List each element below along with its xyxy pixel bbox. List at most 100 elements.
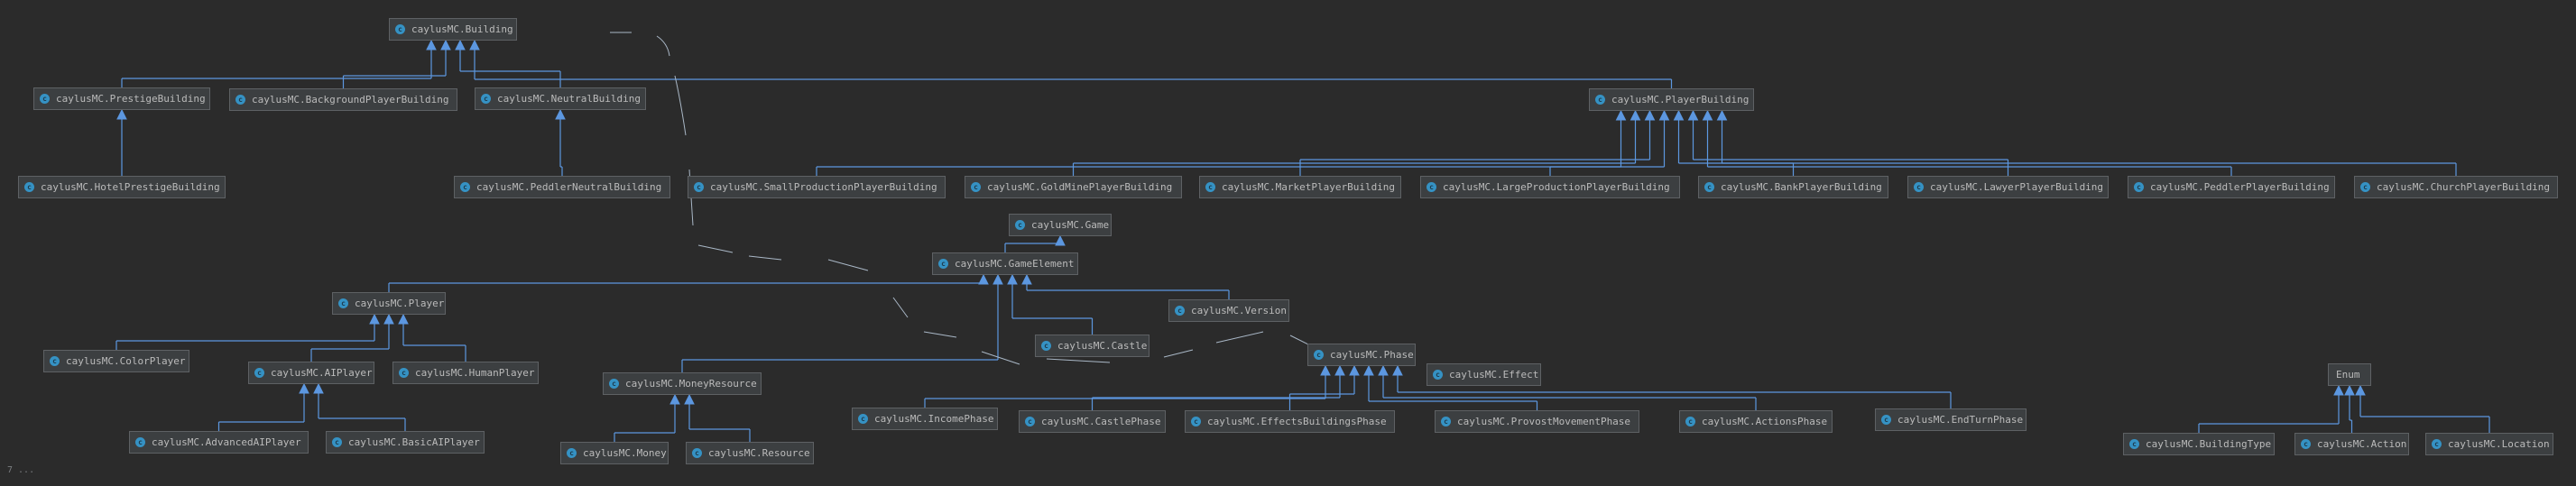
node-effects-buildings-phase[interactable]: caylusMC.EffectsBuildingsPhase xyxy=(1185,410,1395,433)
node-enum[interactable]: Enum xyxy=(2328,363,2371,386)
arrowhead-endturnphase xyxy=(1392,364,1403,376)
class-icon xyxy=(24,182,34,192)
class-icon xyxy=(135,437,145,447)
node-color-player[interactable]: caylusMC.ColorPlayer xyxy=(43,350,189,372)
node-label: caylusMC.BasicAIPlayer xyxy=(348,436,480,448)
node-label: caylusMC.BuildingType xyxy=(2146,438,2272,450)
node-building[interactable]: caylusMC.Building xyxy=(389,18,517,41)
node-actions-phase[interactable]: caylusMC.ActionsPhase xyxy=(1679,410,1833,433)
node-label: caylusMC.Phase xyxy=(1330,349,1414,361)
node-player-building[interactable]: caylusMC.PlayerBuilding xyxy=(1589,88,1754,111)
node-player[interactable]: caylusMC.Player xyxy=(332,292,446,315)
node-peddler-player-building[interactable]: caylusMC.PeddlerPlayerBuilding xyxy=(2128,176,2335,198)
node-large-production-player-building[interactable]: caylusMC.LargeProductionPlayerBuilding xyxy=(1420,176,1680,198)
class-icon xyxy=(567,448,577,458)
arrowhead-goldmine xyxy=(1630,109,1641,121)
node-label: caylusMC.ChurchPlayerBuilding xyxy=(2377,181,2551,193)
node-gold-mine-player-building[interactable]: caylusMC.GoldMinePlayerBuilding xyxy=(965,176,1182,198)
node-money[interactable]: caylusMC.Money xyxy=(560,442,669,464)
node-peddler-neutral-building[interactable]: caylusMC.PeddlerNeutralBuilding xyxy=(454,176,670,198)
node-church-player-building[interactable]: caylusMC.ChurchPlayerBuilding xyxy=(2354,176,2558,198)
class-icon xyxy=(395,24,405,34)
node-lawyer-player-building[interactable]: caylusMC.LawyerPlayerBuilding xyxy=(1907,176,2109,198)
arrowhead-castlephase xyxy=(1334,364,1345,376)
node-label: caylusMC.LawyerPlayerBuilding xyxy=(1930,181,2104,193)
node-label: caylusMC.Version xyxy=(1191,305,1287,316)
node-label: caylusMC.AIPlayer xyxy=(271,367,373,379)
node-bank-player-building[interactable]: caylusMC.BankPlayerBuilding xyxy=(1698,176,1888,198)
class-icon xyxy=(1314,350,1324,360)
class-icon xyxy=(50,356,60,366)
node-prestige-building[interactable]: caylusMC.PrestigeBuilding xyxy=(33,87,210,110)
node-advanced-ai-player[interactable]: caylusMC.AdvancedAIPlayer xyxy=(129,431,309,454)
node-game-element[interactable]: caylusMC.GameElement xyxy=(932,252,1078,275)
arrowhead-playerbuilding xyxy=(469,39,480,50)
node-label: caylusMC.NeutralBuilding xyxy=(497,93,641,105)
node-hotel-prestige-building[interactable]: caylusMC.HotelPrestigeBuilding xyxy=(18,176,226,198)
node-version[interactable]: caylusMC.Version xyxy=(1168,299,1289,322)
arrowhead-smallprod xyxy=(1615,109,1627,121)
class-icon xyxy=(692,448,702,458)
arrowhead-lawyer xyxy=(1687,109,1699,121)
class-icon xyxy=(1881,415,1891,425)
node-phase[interactable]: caylusMC.Phase xyxy=(1307,344,1416,366)
node-end-turn-phase[interactable]: caylusMC.EndTurnPhase xyxy=(1875,408,2027,431)
arrowhead-castle xyxy=(1007,273,1018,285)
node-ai-player[interactable]: caylusMC.AIPlayer xyxy=(248,362,374,384)
node-label: caylusMC.Castle xyxy=(1057,340,1148,352)
arrowhead-action xyxy=(2344,384,2355,396)
node-effect[interactable]: caylusMC.Effect xyxy=(1426,363,1541,386)
node-label: caylusMC.BackgroundPlayerBuilding xyxy=(252,94,449,105)
arrowhead-church xyxy=(1716,109,1728,121)
class-icon xyxy=(2129,439,2139,449)
node-label: caylusMC.CastlePhase xyxy=(1041,416,1161,427)
arrowhead-aiplayer xyxy=(383,313,394,325)
arrowhead-largeprod xyxy=(1658,109,1670,121)
node-small-production-player-building[interactable]: caylusMC.SmallProductionPlayerBuilding xyxy=(688,176,946,198)
class-icon xyxy=(2134,182,2144,192)
node-game[interactable]: caylusMC.Game xyxy=(1009,214,1112,236)
node-label: caylusMC.PlayerBuilding xyxy=(1611,94,1750,105)
arrowhead-provostphase xyxy=(1363,364,1374,376)
node-building-type[interactable]: caylusMC.BuildingType xyxy=(2123,433,2275,455)
node-label: caylusMC.Action xyxy=(2317,438,2407,450)
class-icon xyxy=(338,298,348,308)
node-basic-ai-player[interactable]: caylusMC.BasicAIPlayer xyxy=(326,431,485,454)
node-label: caylusMC.MoneyResource xyxy=(625,378,757,390)
node-label: caylusMC.PeddlerNeutralBuilding xyxy=(476,181,662,193)
node-castle[interactable]: caylusMC.Castle xyxy=(1035,335,1150,357)
node-label: caylusMC.PeddlerPlayerBuilding xyxy=(2150,181,2330,193)
node-label: caylusMC.MarketPlayerBuilding xyxy=(1222,181,1396,193)
node-castle-phase[interactable]: caylusMC.CastlePhase xyxy=(1019,410,1166,433)
arrowhead-hotel xyxy=(116,108,127,120)
arrowhead-peddlerneutral xyxy=(555,108,566,120)
node-label: caylusMC.Money xyxy=(583,447,667,459)
arrowhead-gameelement xyxy=(1055,234,1066,246)
node-action[interactable]: caylusMC.Action xyxy=(2294,433,2409,455)
node-background-player-building[interactable]: caylusMC.BackgroundPlayerBuilding xyxy=(229,88,457,111)
arrowhead-effectsphase xyxy=(1349,364,1360,376)
arrowhead-resource xyxy=(684,393,695,405)
node-label: caylusMC.ColorPlayer xyxy=(66,355,186,367)
class-icon xyxy=(2360,182,2370,192)
node-income-phase[interactable]: caylusMC.IncomePhase xyxy=(852,408,998,430)
node-money-resource[interactable]: caylusMC.MoneyResource xyxy=(603,372,762,395)
class-icon xyxy=(1041,341,1051,351)
node-neutral-building[interactable]: caylusMC.NeutralBuilding xyxy=(475,87,646,110)
class-icon xyxy=(1433,370,1443,380)
node-location[interactable]: caylusMC.Location xyxy=(2425,433,2553,455)
arrowhead-buildingtype xyxy=(2333,384,2344,396)
node-provost-movement-phase[interactable]: caylusMC.ProvostMovementPhase xyxy=(1435,410,1639,433)
node-label: caylusMC.Effect xyxy=(1449,369,1539,381)
class-icon xyxy=(1426,182,1436,192)
class-icon xyxy=(1441,417,1451,426)
arrowhead-neutral xyxy=(455,39,466,50)
node-human-player[interactable]: caylusMC.HumanPlayer xyxy=(392,362,539,384)
class-icon xyxy=(40,94,50,104)
arrowhead-advancedai xyxy=(299,382,309,394)
node-resource[interactable]: caylusMC.Resource xyxy=(686,442,814,464)
class-icon xyxy=(858,414,868,424)
class-icon xyxy=(254,368,264,378)
node-market-player-building[interactable]: caylusMC.MarketPlayerBuilding xyxy=(1199,176,1401,198)
